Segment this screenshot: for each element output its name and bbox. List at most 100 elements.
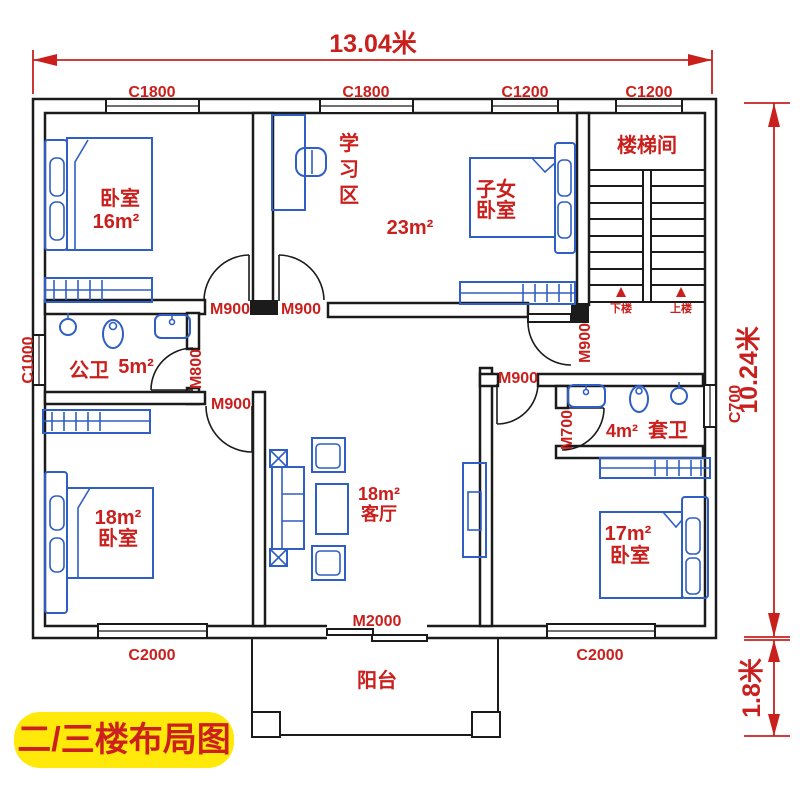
study-char-3: 区 [339,185,359,207]
window-c1000 [32,334,46,386]
ensuite-name: 套卫 [648,418,688,442]
page-title: 二/三楼布局图 [17,721,230,759]
living-room-area: 18m² [358,484,400,504]
wall-living-north [326,301,530,319]
bedroom17-area: 17m² [605,523,652,545]
shower-ensuite-icon [670,382,688,405]
label-m700: M700 [559,410,576,450]
door-m900-bedroom16 [203,254,250,301]
label-c1000: C1000 [20,336,37,383]
stair-down-label: 下楼 [610,301,632,315]
closet-bedroom17 [599,457,711,479]
dimension-lines: 13.04米 10.24米 1.8米 [32,30,790,737]
balcony-name: 阳台 [357,668,397,692]
stair-up-label: 上楼 [670,301,692,315]
shower-head-icon [59,313,77,336]
wall-hall-south [43,390,207,406]
closet-bedroom18 [42,409,151,434]
label-m800: M800 [188,349,205,389]
sink-icon [154,314,191,339]
label-c1800-1: C1800 [128,84,175,101]
study-char-1: 学 [339,131,359,155]
window-c2000-2 [546,623,656,639]
living-room-name: 客厅 [361,503,397,524]
closet-bedroom16 [44,277,153,303]
label-m900-4: M900 [498,370,538,387]
door-m900-suite [496,382,539,425]
title-background [14,712,234,768]
bedroom16-name: 卧室 [100,186,140,210]
children-bedroom-line2: 卧室 [476,198,516,222]
furniture [42,114,711,614]
wall-hall-north [43,298,207,316]
label-m900-1: M900 [210,301,250,318]
toilet-ensuite-icon [629,385,649,413]
label-m2000: M2000 [353,613,402,630]
total-width-label: 13.04米 [329,30,418,58]
window-c700 [703,384,717,428]
label-m900-2: M900 [281,301,321,318]
label-m900-5: M900 [211,396,251,413]
window-c1800-2 [319,98,414,114]
bedroom17-name: 卧室 [610,543,650,567]
doors [150,254,605,642]
label-c700: C700 [727,385,744,423]
window-c1200-2 [615,98,683,114]
bed-bedroom17 [599,496,709,599]
label-c1800-2: C1800 [342,84,389,101]
dimension-balcony-depth: 1.8米 [738,639,790,737]
door-m800-bathroom [150,347,194,391]
shared-bathroom-name: 公卫 [69,359,109,382]
wall-suite-north-b [536,372,705,388]
wall-stair-jamb [571,303,589,323]
tv-cabinet [462,462,487,558]
stairs: 下楼 上楼 [589,169,705,315]
familyroom-area: 23m² [387,217,434,239]
bedroom18-area: 18m² [95,507,142,529]
stair-treads [589,169,705,303]
label-m900-3: M900 [577,323,594,363]
window-c2000-1 [97,623,208,639]
stair-down-arrow [616,287,626,297]
room-labels: 卧室 16m² 学 习 区 23m² 子女 卧室 楼梯间 公卫 5m² 18m²… [69,131,688,692]
label-c2000-2: C2000 [576,647,623,664]
wall-stair-west [575,111,591,307]
dimension-top-width: 13.04米 [32,30,713,94]
study-char-2: 习 [339,159,359,181]
balcony-outline [251,638,501,738]
door-m2000-sliding [326,628,428,642]
outer-wall-inner [43,111,707,628]
bed-children [469,142,576,254]
label-c1200-2: C1200 [625,84,672,101]
closet-children [459,281,576,305]
wall-bedroom-living [251,390,267,628]
toilet-icon [102,319,124,349]
wall-pier [250,300,278,315]
wall-ensuite-west [554,384,570,410]
armchair-north [311,437,346,473]
armchair-south [311,545,346,581]
bedroom18-name: 卧室 [98,526,138,550]
dimension-right-height: 10.24米 [735,102,790,638]
bed-bedroom18 [44,471,154,614]
drawing-title: 二/三楼布局图 [14,712,234,768]
label-c2000-1: C2000 [128,647,175,664]
windows [32,98,717,639]
sofa [269,449,305,567]
total-height-label: 10.24米 [735,325,763,414]
stairwell-name: 楼梯间 [617,133,677,157]
door-m900-familyroom [278,254,325,301]
wall-bedroom-study [251,111,275,304]
window-c1200-1 [491,98,559,114]
bed-bedroom16 [44,137,153,251]
window-c1800-1 [105,98,200,114]
ensuite-area: 4m² [606,421,638,441]
door-m900-corridor [527,313,572,366]
label-c1200-1: C1200 [501,84,548,101]
shared-bathroom-area: 5m² [118,356,154,378]
stair-up-arrow [676,287,686,297]
bedroom16-area: 16m² [93,211,140,233]
wall-suite-north-a [478,372,500,388]
